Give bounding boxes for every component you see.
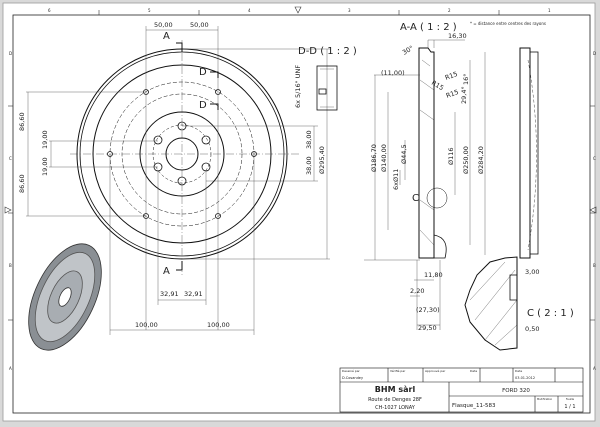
right-upper-label: 38,00	[305, 130, 313, 149]
address2-label: CH-1027 LONAY	[375, 405, 416, 411]
d050-label: 0,50	[525, 325, 539, 333]
flywheel-3d-thumbnail	[28, 243, 102, 351]
d186-label: Ø186,70	[370, 144, 378, 172]
inner-lower-label: 19,00	[41, 157, 49, 176]
d116-label: Ø116	[447, 147, 455, 165]
3-label: 3	[348, 8, 351, 13]
r3-label: R15	[445, 88, 460, 100]
title-label: D-D ( 1 : 2 )	[298, 46, 357, 57]
mod-label-label: Modification	[537, 397, 553, 401]
holes-label: 6xØ11	[392, 169, 400, 190]
d44-label: Ø44,5	[400, 144, 408, 164]
bottom-right-label: 32,91	[184, 290, 203, 298]
w220-label: 2,20	[410, 287, 424, 295]
note-label: * = distance entre centres des rayons	[470, 21, 546, 26]
drawn-by-label: D.Cosandey	[342, 376, 363, 380]
drawing-frame	[12, 14, 591, 414]
offset-label: (11,00)	[381, 69, 405, 77]
0-label: D	[593, 51, 596, 56]
diameter-label: Ø295,40	[318, 146, 326, 174]
title-label: C ( 2 : 1 )	[527, 308, 574, 319]
title-block: Dessiné par D.Cosandey Vérifié par Appro…	[339, 367, 584, 413]
w2950-label: 29,50	[418, 324, 437, 332]
front-view: A A D D 50,00 50,00 86,60 86,60 19,00 19…	[18, 21, 330, 335]
bottom-left-label: 32,91	[160, 290, 179, 298]
a29-label: 29,4°	[460, 86, 468, 104]
base-right-label: 100,00	[207, 321, 230, 329]
2-label: 4	[248, 8, 251, 13]
0-label: D	[9, 51, 12, 56]
d140-label: Ø140,00	[380, 144, 388, 172]
thread-label: 6x 5/16" UNF	[294, 65, 302, 108]
1-label: 5	[148, 8, 151, 13]
section-a-label: A	[163, 266, 170, 277]
part-label: Flasque_11-583	[452, 403, 496, 409]
project-label: FORD 320	[502, 388, 530, 394]
section-dd-view: D-D ( 1 : 2 ) 6x 5/16" UNF	[294, 46, 357, 111]
w1180-label: 11,80	[424, 271, 443, 279]
2-label: B	[593, 263, 596, 268]
detail-label: C	[412, 193, 419, 204]
3-label: A	[9, 366, 12, 371]
checked-label-label: Vérifié par	[390, 369, 406, 373]
a16-label: 16°	[462, 73, 470, 85]
top-left-label: 50,00	[154, 21, 173, 29]
column-ruler: 6 5 4 3 2 1 D C B A D C B A	[9, 8, 596, 371]
left-lower-label: 86,60	[18, 174, 26, 193]
r1-label: R15	[444, 70, 459, 82]
date-label1-label: Date	[470, 369, 477, 373]
date-label2-label: Date	[515, 369, 522, 373]
title-label: A-A ( 1 : 2 )	[400, 22, 457, 33]
approved-label-label: Approuvé par	[425, 369, 446, 373]
w2730-label: (27,30)	[416, 306, 440, 314]
1-label: C	[593, 156, 596, 161]
sheet-label-label: Feuille	[566, 397, 575, 401]
5-label: 1	[548, 8, 551, 13]
address1-label: Route de Denges 28F	[368, 397, 422, 403]
inner-upper-label: 19,00	[41, 130, 49, 149]
d300-label: 3,00	[525, 268, 539, 276]
company-label: BHM sàrl	[375, 385, 416, 394]
section-a-label: A	[163, 31, 170, 42]
right-lower-label: 38,00	[305, 156, 313, 175]
left-upper-label: 86,60	[18, 112, 26, 131]
sheet-label: 1 / 1	[564, 404, 575, 410]
section-aa-view: A-A ( 1 : 2 ) * = distance entre centres…	[364, 21, 546, 332]
d250-label: Ø250,00	[462, 146, 470, 174]
base-left-label: 100,00	[135, 321, 158, 329]
top-right-label: 50,00	[190, 21, 209, 29]
date-label: 03.01.2012	[515, 376, 535, 380]
section-d-label: D	[199, 100, 207, 111]
width-label: 16,30	[448, 32, 467, 40]
d284-label: Ø284,20	[477, 146, 485, 174]
4-label: 2	[448, 8, 451, 13]
0-label: 6	[48, 8, 51, 13]
drawn-by-label-label: Dessiné par	[342, 369, 361, 373]
1-label: C	[9, 156, 12, 161]
3-label: A	[593, 366, 596, 371]
sheet-border	[2, 2, 596, 422]
detail-c-view: C ( 2 : 1 ) 3,00 0,50	[464, 256, 574, 351]
2-label: B	[9, 263, 12, 268]
section-d-label: D	[199, 67, 207, 78]
